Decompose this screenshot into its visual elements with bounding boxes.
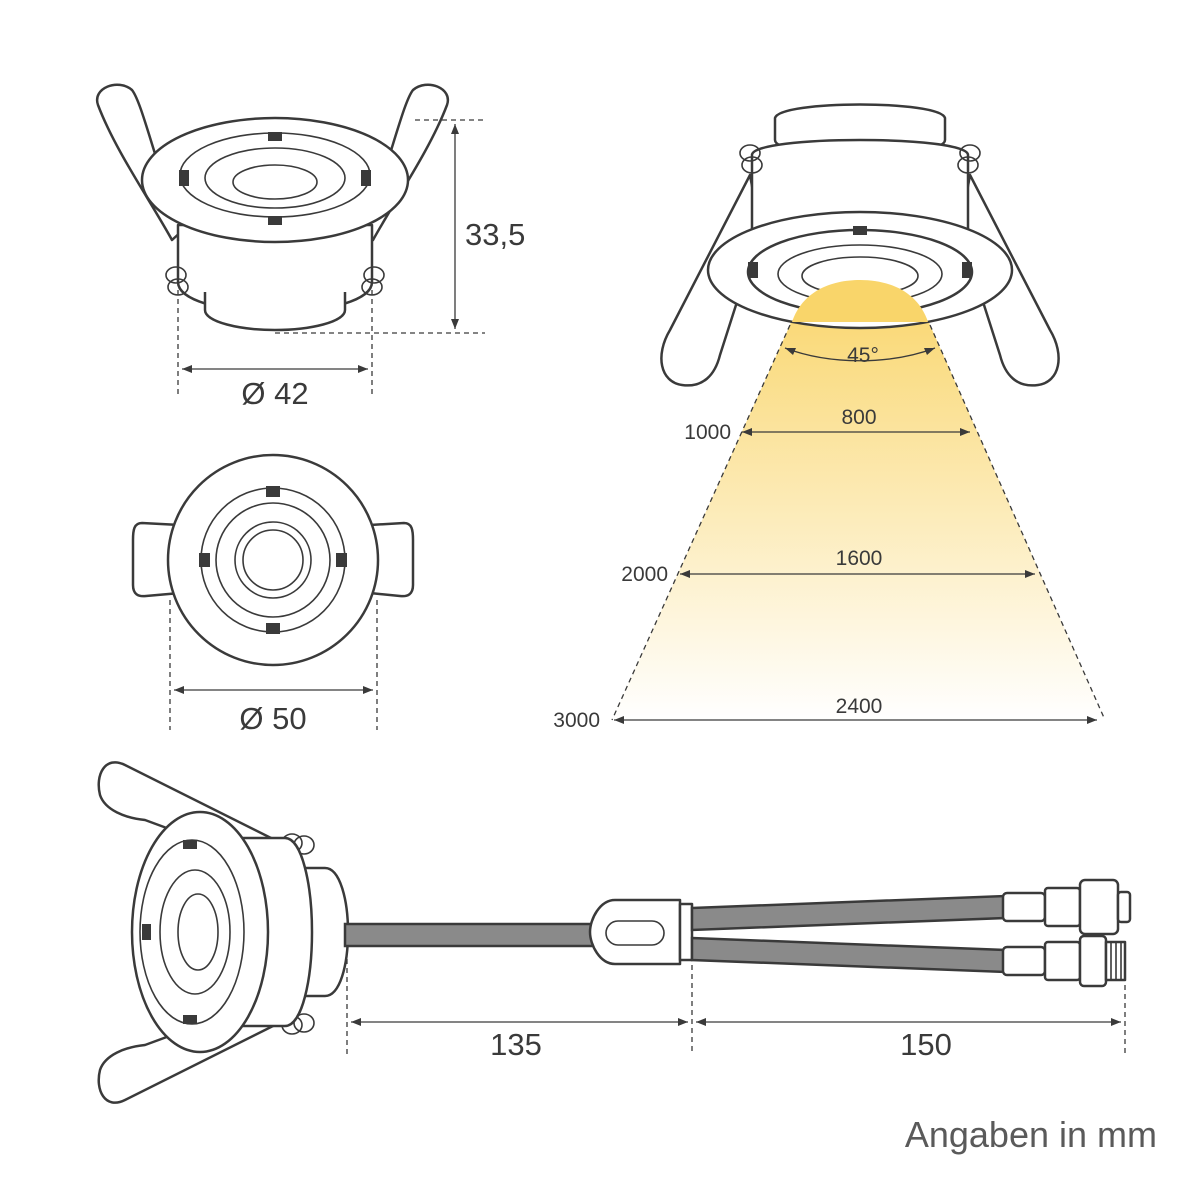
beam-distance-2000: 2000 [621, 563, 668, 586]
beam-width-1600: 1600 [836, 547, 883, 570]
cable-bottom-clip [97, 1008, 287, 1104]
side-view-drawing [95, 83, 485, 398]
cable-splitter [588, 898, 682, 966]
outer-diameter-label: Ø 50 [239, 701, 306, 736]
top-outer-ring [166, 453, 380, 667]
cable-view-drawing [97, 761, 1132, 1104]
main-cable [343, 922, 597, 948]
beam-angle-label: 45° [847, 344, 879, 367]
cable-length-135-label: 135 [490, 1027, 542, 1062]
branch-cable-bottom [690, 936, 1007, 974]
male-connector [1001, 934, 1127, 988]
female-connector [1001, 878, 1132, 936]
side-bottom-cap [203, 292, 347, 332]
beam-diagram [611, 103, 1106, 724]
top-view-drawing [131, 453, 415, 730]
beam-width-2400: 2400 [836, 695, 883, 718]
top-left-tab [131, 521, 182, 598]
beam-distance-3000: 3000 [553, 709, 600, 732]
cable-flange [130, 810, 270, 1054]
height-label: 33,5 [465, 217, 525, 252]
beam-width-800: 800 [841, 406, 876, 429]
top-right-tab [368, 521, 415, 598]
side-flange [140, 116, 410, 244]
light-beam-cone [612, 278, 1105, 720]
units-note: Angaben in mm [905, 1114, 1157, 1155]
beam-distance-1000: 1000 [684, 421, 731, 444]
cable-length-150-label: 150 [900, 1027, 952, 1062]
inner-diameter-label: Ø 42 [241, 376, 308, 411]
branch-cable-top [690, 894, 1007, 932]
